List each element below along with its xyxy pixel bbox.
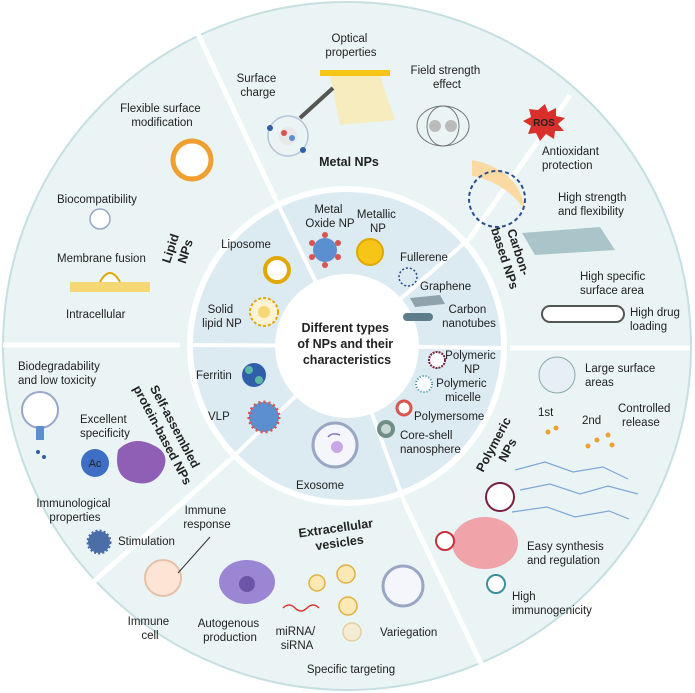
mirna-label: miRNA/ siRNA xyxy=(276,626,319,652)
liposome-icon xyxy=(263,256,291,284)
biocompat-label: Biocompatibility xyxy=(57,194,137,206)
immuno-props-label: Immunological properties xyxy=(36,498,113,524)
metal-oxide-icon xyxy=(309,232,341,268)
immune-cell-label: Immune cell xyxy=(128,616,173,642)
biocompat-vesicle-icon xyxy=(89,208,111,230)
polymeric-np-icon xyxy=(428,351,446,369)
vesicles-icon xyxy=(308,564,362,642)
vlp-stim-icon xyxy=(86,529,112,555)
vesicle-syringe-icon xyxy=(21,391,59,459)
easy-synthesis-label: Easy synthesis and regulation xyxy=(527,541,607,567)
membrane-icon xyxy=(70,272,150,292)
first-label: 1st xyxy=(538,407,554,419)
immune-cell-icon xyxy=(144,559,182,597)
ferritin-icon xyxy=(242,363,266,387)
immune-response-label: Immune response xyxy=(183,505,230,531)
polymeric-sphere-icon xyxy=(538,356,576,394)
protein-blob-icon xyxy=(117,441,166,484)
fullerene-large-icon xyxy=(468,170,526,228)
cnt-label: Carbon nanotubes xyxy=(442,304,496,330)
variegation-label: Variegation xyxy=(380,627,437,639)
ac-badge xyxy=(81,449,109,477)
optical-label: Optical properties xyxy=(325,33,376,59)
exosome-icon xyxy=(311,421,359,469)
intracellular-label: Intracellular xyxy=(66,309,126,321)
core-shell-label: Core-shell nanosphere xyxy=(400,430,461,456)
ferritin-label: Ferritin xyxy=(196,370,232,382)
solid-lipid-np-icon xyxy=(249,297,279,327)
metallic-label: Metallic NP xyxy=(357,209,399,235)
field-label: Field strength effect xyxy=(411,65,484,91)
immune-response-arrow xyxy=(177,536,211,574)
autogenous-label: Autogenous production xyxy=(198,618,263,644)
purple-cell-icon xyxy=(219,560,275,604)
center-title-line1: Different types xyxy=(301,321,389,335)
stimulation-label: Stimulation xyxy=(118,536,175,548)
release-dots xyxy=(545,425,615,449)
specificity-label: Excellent specificity xyxy=(80,414,130,440)
nanotube-large-icon xyxy=(541,305,625,323)
targeting-label: Specific targeting xyxy=(307,664,395,676)
nanotube-icon xyxy=(403,313,433,321)
graphene-sheet-icon xyxy=(522,227,615,255)
pink-cell-icon xyxy=(435,517,518,569)
graphene-icon xyxy=(410,295,445,307)
surface-area-label: High specific surface area xyxy=(580,271,648,297)
center-title: Different types of NPs and their charact… xyxy=(297,321,396,367)
field-icon xyxy=(416,105,470,147)
surface-charge-label: Surface charge xyxy=(237,73,280,99)
polymer-network-icon xyxy=(511,461,639,520)
outer-dividers xyxy=(3,15,690,674)
exosome-variant-icon xyxy=(381,564,425,608)
liposome-large-icon xyxy=(170,138,214,182)
high-immuno-label: High immunogenicity xyxy=(512,591,592,617)
mirna-icon xyxy=(282,604,320,612)
liposome-label: Liposome xyxy=(221,239,271,251)
polymersome-label: Polymersome xyxy=(414,411,484,423)
metal-nps-title: Metal NPs xyxy=(319,155,379,169)
micelle-icon xyxy=(486,574,506,594)
gold-sphere-icon xyxy=(356,238,384,266)
polymeric-np-label: Polymeric NP xyxy=(445,350,499,376)
controlled-release-label: Controlled release xyxy=(618,403,674,429)
vlp-icon xyxy=(247,400,281,434)
polymeric-micelle-label: Polymeric micelle xyxy=(436,378,490,404)
flexible-label: Flexible surface modification xyxy=(120,103,204,129)
ros-icon: ROS xyxy=(523,104,565,141)
ev-title: Extracellular vesicles xyxy=(298,516,380,556)
exosome-label: Exosome xyxy=(296,480,344,492)
strength-label: High strength and flexibility xyxy=(558,192,630,218)
ros-text: ROS xyxy=(533,118,555,129)
atom-icon xyxy=(267,115,309,157)
fusion-label: Membrane fusion xyxy=(57,253,146,265)
vlp-label: VLP xyxy=(208,411,230,423)
antioxidant-label: Antioxidant protection xyxy=(542,146,602,172)
center-title-line2: of NPs and their xyxy=(297,337,393,351)
polymeric-ball-icon xyxy=(485,482,515,512)
fullerene-icon xyxy=(398,267,418,287)
fullerene-label: Fullerene xyxy=(400,252,448,264)
drug-loading-label: High drug loading xyxy=(630,307,683,333)
second-label: 2nd xyxy=(582,415,601,427)
ac-text: Ac xyxy=(89,458,102,470)
sln-label: Solid lipid NP xyxy=(202,304,242,330)
core-shell-icon xyxy=(377,420,395,438)
polymersome-icon xyxy=(395,399,413,417)
graphene-label: Graphene xyxy=(420,281,471,293)
large-surface-label: Large surface areas xyxy=(585,363,659,389)
center-title-line3: characteristics xyxy=(303,353,391,367)
metal-oxide-label: Metal Oxide NP xyxy=(305,204,355,230)
biodeg-label: Biodegradability and low toxicity xyxy=(18,361,103,387)
center-hub xyxy=(275,274,419,418)
polymeric-micelle-icon xyxy=(415,375,433,393)
optical-icon xyxy=(298,70,395,125)
